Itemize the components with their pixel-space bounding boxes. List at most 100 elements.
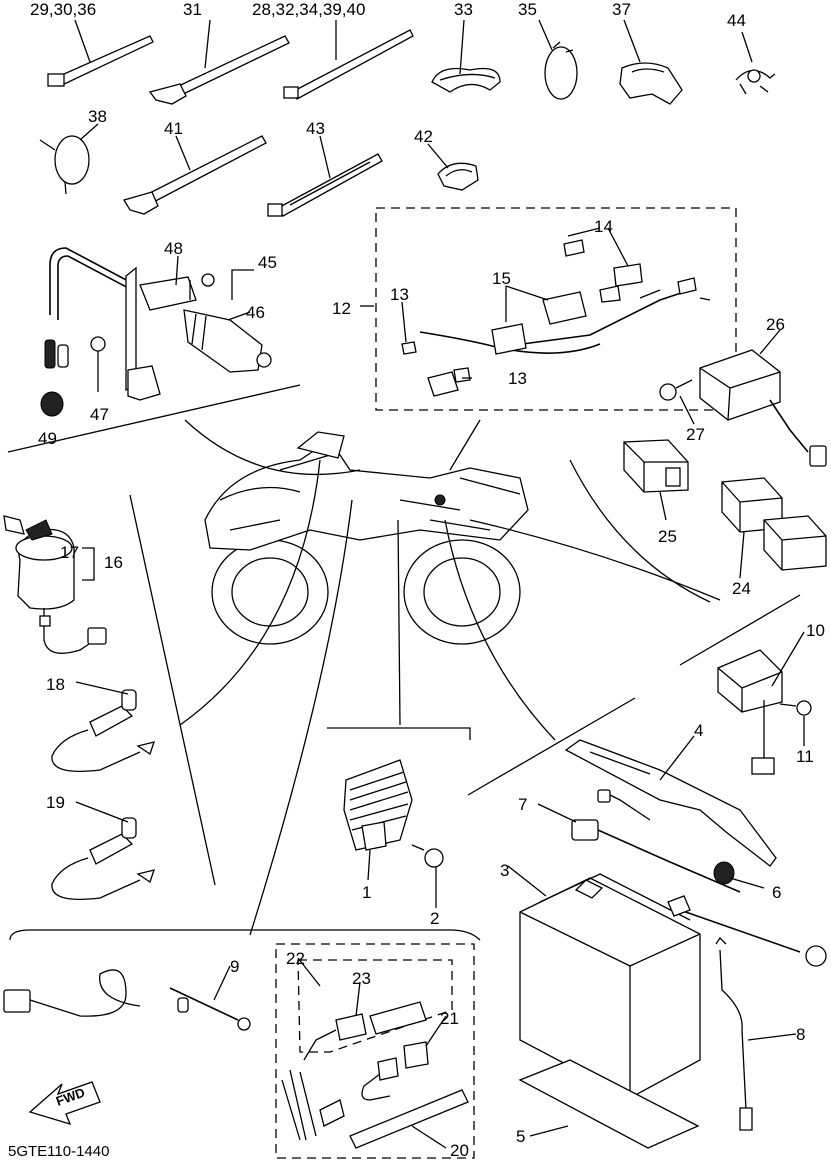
- relay-25: [623, 439, 689, 493]
- nut-48: [201, 273, 215, 287]
- diagram-code: 5GTE110-1440: [8, 1143, 109, 1160]
- bolt-2: [411, 844, 444, 868]
- sub-harness-12: [401, 239, 711, 397]
- callout-12: 12: [332, 299, 351, 318]
- divider-left: [129, 494, 216, 886]
- callout-42: 42: [414, 127, 433, 146]
- callout-37: 37: [612, 0, 631, 19]
- callout-45: 45: [258, 253, 277, 272]
- callout-38: 38: [88, 107, 107, 126]
- fuse-harness-22-23: [297, 959, 453, 1061]
- battery-3: [519, 873, 701, 1099]
- bolt-27: [659, 379, 693, 401]
- callout-43: 43: [306, 119, 325, 138]
- leader-main-switch: [179, 459, 321, 726]
- battery-lead-7: [571, 789, 741, 893]
- callout-47: 47: [90, 405, 109, 424]
- callout-27: 27: [686, 425, 705, 444]
- battery-cable: [667, 895, 827, 967]
- wire-lead-19: [51, 817, 155, 901]
- leader-relay: [469, 519, 721, 601]
- divider-battery: [467, 697, 636, 796]
- callout-24: 24: [732, 579, 751, 598]
- callout-3: 3: [500, 861, 509, 880]
- cable-tie-41: [123, 135, 267, 215]
- leader-rectifier: [397, 519, 401, 726]
- clamp-33: [431, 67, 501, 93]
- divider-bottom: [9, 929, 481, 941]
- battery-bracket-4: [564, 739, 777, 867]
- callout-23: 23: [352, 969, 371, 988]
- callout-14: 14: [594, 217, 613, 236]
- callout-44: 44: [727, 11, 746, 30]
- callout-4: 4: [694, 721, 703, 740]
- atv-vehicle: [204, 431, 529, 645]
- divider-switch: [7, 384, 301, 453]
- damper-6: [713, 861, 735, 885]
- callout-21: 21: [440, 1009, 459, 1028]
- main-switch-16-17: [3, 515, 107, 654]
- divider-rectifier: [327, 727, 471, 740]
- screw-47: [90, 336, 106, 372]
- callout-7: 7: [518, 795, 527, 814]
- callout-5: 5: [516, 1127, 525, 1146]
- leader-battery: [444, 519, 556, 741]
- callout-16: 16: [104, 553, 123, 572]
- callout-29-30-36: 29,30,36: [30, 0, 96, 19]
- callout-46: 46: [246, 303, 265, 322]
- cable-tie-43: [267, 153, 383, 217]
- divider-starter: [679, 594, 801, 666]
- callout-20: 20: [450, 1141, 469, 1160]
- cable-tie-28-group: [283, 29, 414, 100]
- callout-49: 49: [38, 429, 57, 448]
- divider-relay: [569, 459, 711, 603]
- callout-28-group: 28,32,34,39,40: [252, 0, 365, 19]
- callout-9: 9: [230, 957, 239, 976]
- harness-box-20: [275, 943, 475, 1159]
- callout-48: 48: [164, 239, 183, 258]
- callout-26: 26: [766, 315, 785, 334]
- callout-35: 35: [518, 0, 537, 19]
- callout-22: 22: [286, 949, 305, 968]
- grommet-38: [39, 135, 90, 195]
- starter-relay-10: [717, 649, 783, 775]
- callout-13-lower: 13: [508, 369, 527, 388]
- relay-24: [721, 477, 827, 571]
- battery-pad-5: [518, 1059, 700, 1149]
- cable-tie-31: [148, 35, 290, 105]
- callout-33: 33: [454, 0, 473, 19]
- callout-41: 41: [164, 119, 183, 138]
- ignitor-26: [699, 349, 827, 467]
- callout-2: 2: [430, 909, 439, 928]
- callout-10: 10: [806, 621, 825, 640]
- callout-13-upper: 13: [390, 285, 409, 304]
- fuse-box-21: [361, 1041, 429, 1101]
- callout-15: 15: [492, 269, 511, 288]
- clamp-42: [437, 162, 479, 191]
- grommet-35: [544, 41, 578, 100]
- wire-bundle-20: [281, 1069, 469, 1149]
- callout-11: 11: [796, 747, 814, 766]
- leader-switch: [184, 419, 361, 476]
- grommet-49: [40, 391, 64, 417]
- wire-lead-18: [51, 689, 155, 773]
- callout-25: 25: [658, 527, 677, 546]
- clip-44: [735, 69, 776, 95]
- sub-harness-box: [375, 207, 737, 411]
- callout-labels: 29,30,36 31 28,32,34,39,40 33 35 37 44 3…: [30, 0, 825, 1160]
- fwd-arrow: FWD: [28, 1081, 101, 1126]
- callout-17: 17: [60, 543, 79, 562]
- leader-harness-main: [249, 499, 353, 936]
- callout-19: 19: [46, 793, 65, 812]
- leader-harness: [449, 419, 481, 471]
- callout-18: 18: [46, 675, 65, 694]
- leader-lines: [74, 19, 805, 1149]
- callout-31: 31: [183, 0, 202, 19]
- callout-6: 6: [772, 883, 781, 902]
- clamp-37: [619, 62, 683, 105]
- rectifier-regulator-1: [343, 759, 413, 851]
- cable-tie-29-30-36: [47, 35, 154, 87]
- callout-8: 8: [796, 1025, 805, 1044]
- callout-1: 1: [362, 883, 371, 902]
